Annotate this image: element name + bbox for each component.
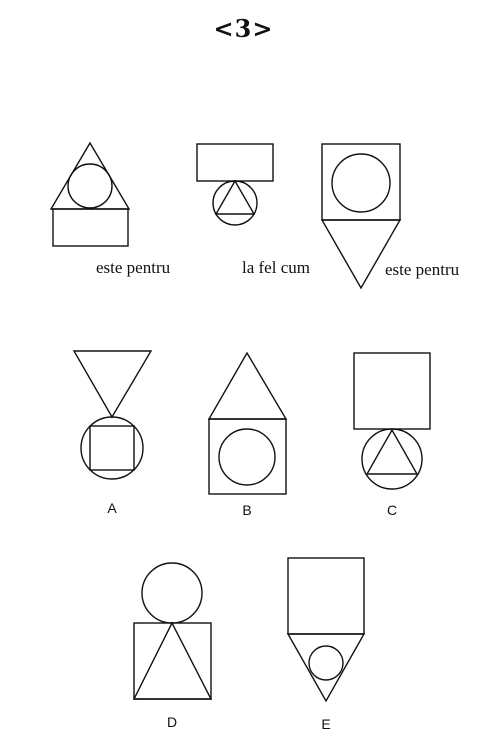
option-d-triangle bbox=[132, 621, 213, 700]
option-b-square bbox=[208, 418, 287, 495]
option-d-square bbox=[133, 622, 212, 700]
option-d-circle bbox=[141, 562, 203, 624]
option-a-triangle bbox=[72, 350, 153, 419]
option-d-figure[interactable] bbox=[132, 562, 213, 700]
analogy-caption-1: este pentru bbox=[96, 258, 171, 277]
analogy-caption-3: este pentru bbox=[385, 260, 460, 279]
figure-2-circle bbox=[212, 180, 258, 226]
option-c-square bbox=[353, 352, 431, 430]
page-number: <3> bbox=[213, 14, 274, 43]
figure-1-triangle bbox=[49, 141, 131, 210]
option-b-circle bbox=[218, 428, 276, 486]
option-e-label[interactable]: E bbox=[321, 716, 331, 732]
option-e-circle bbox=[308, 645, 344, 681]
option-c-triangle bbox=[365, 428, 419, 475]
option-b-triangle bbox=[207, 351, 288, 420]
option-c-figure[interactable] bbox=[353, 352, 431, 490]
figure-3-triangle bbox=[320, 219, 402, 290]
option-a-circle bbox=[80, 416, 144, 480]
option-e-square bbox=[287, 557, 365, 635]
option-a-square bbox=[89, 425, 135, 471]
option-c-label[interactable]: C bbox=[386, 502, 398, 518]
figure-2-rectangle bbox=[196, 143, 274, 182]
figure-1-circle bbox=[67, 163, 113, 209]
option-e-figure[interactable] bbox=[286, 557, 366, 703]
figure-3-square bbox=[321, 143, 401, 221]
figure-1-rectangle bbox=[52, 208, 129, 247]
figure-3-circle bbox=[331, 153, 391, 213]
option-c-circle bbox=[361, 428, 423, 490]
analogy-figure-3 bbox=[320, 143, 402, 290]
option-a-figure[interactable] bbox=[72, 350, 153, 480]
figure-2-triangle bbox=[214, 179, 256, 215]
option-a-label[interactable]: A bbox=[107, 500, 117, 516]
option-d-label[interactable]: D bbox=[166, 714, 178, 730]
option-e-triangle bbox=[286, 633, 366, 703]
option-b-label[interactable]: B bbox=[242, 502, 252, 518]
analogy-figure-2 bbox=[196, 143, 274, 226]
option-b-figure[interactable] bbox=[207, 351, 288, 495]
analogy-figure-1 bbox=[49, 141, 131, 247]
analogy-caption-2: la fel cum bbox=[242, 258, 310, 277]
